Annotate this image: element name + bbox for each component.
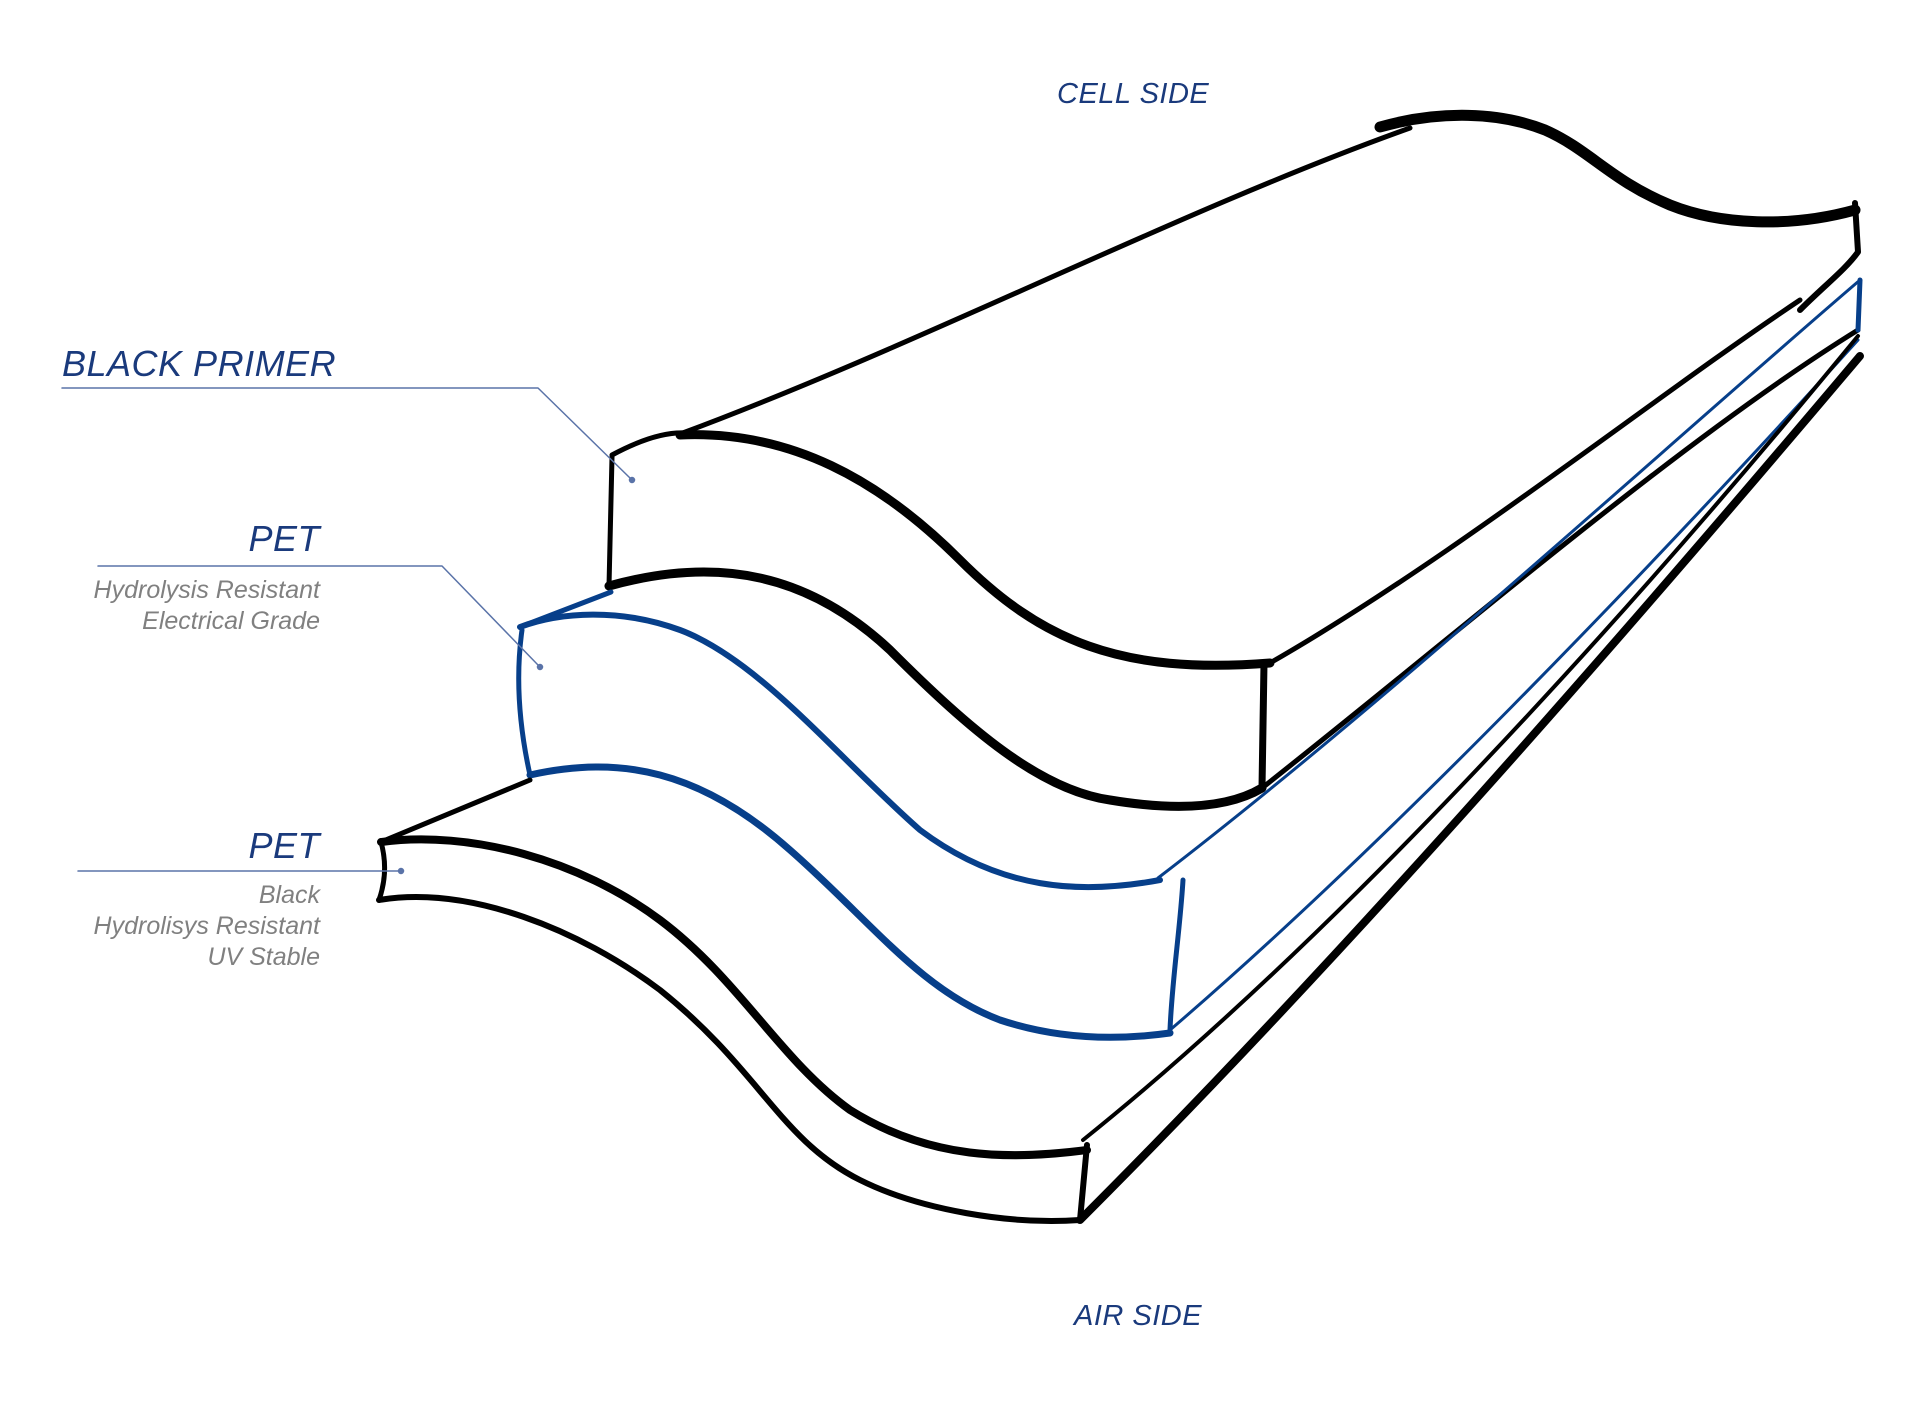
pet-black-front-vertical bbox=[1077, 1142, 1090, 1223]
black-primer-label: BLACK PRIMER bbox=[62, 343, 337, 384]
leader-pet-black-dot bbox=[397, 867, 405, 875]
pet-black-desc: Black Hydrolisys Resistant UV Stable bbox=[94, 880, 320, 973]
primer-long-edge bbox=[1267, 297, 1803, 666]
pet-electrical-long-edge bbox=[1156, 278, 1862, 880]
primer-top-curve bbox=[1374, 109, 1861, 228]
pet-electrical-desc-line: Hydrolysis Resistant bbox=[93, 576, 320, 604]
pet-electrical-bottom-curve bbox=[526, 763, 1174, 1041]
leader-pet-electrical-dot bbox=[536, 663, 544, 671]
pet-electrical-layer bbox=[516, 277, 1863, 1041]
pet-black-title: PET bbox=[248, 825, 320, 866]
pet-black-bottom-curve bbox=[376, 894, 1083, 1224]
pet-electrical-desc: Hydrolysis Resistant Electrical Grade bbox=[94, 575, 320, 637]
black-primer-layer bbox=[604, 109, 1861, 811]
cell-side-label: CELL SIDE bbox=[1057, 78, 1210, 110]
pet-black-upper-long-edge bbox=[1081, 334, 1860, 1142]
pet-black-layer bbox=[376, 334, 1864, 1224]
leader-black-primer-dot bbox=[628, 476, 636, 484]
primer-front-vertical bbox=[1258, 659, 1268, 792]
air-side-label: AIR SIDE bbox=[1074, 1300, 1203, 1332]
leader-pet-electrical bbox=[97, 565, 539, 666]
primer-left-vertical bbox=[606, 454, 615, 589]
pet-black-lower-long-edge bbox=[1076, 352, 1864, 1224]
primer-bottom-long-edge bbox=[1259, 327, 1861, 791]
pet-black-desc-line: Hydrolisys Resistant bbox=[93, 912, 320, 940]
pet-electrical-front-vertical bbox=[1167, 877, 1186, 1033]
primer-right-end bbox=[1797, 200, 1861, 313]
primer-front-top-curve bbox=[675, 430, 1275, 670]
primer-bottom-front-curve bbox=[604, 567, 1267, 811]
pet-black-top-curve bbox=[377, 835, 1091, 1160]
primer-far-edge bbox=[677, 125, 1413, 437]
pet-electrical-right-end bbox=[1855, 277, 1863, 333]
pet-electrical-desc-line: Electrical Grade bbox=[142, 607, 320, 635]
leader-lines bbox=[61, 387, 636, 875]
pet-black-top-left bbox=[378, 777, 533, 845]
leader-black-primer bbox=[61, 387, 631, 479]
primer-top-surface-edge bbox=[609, 430, 688, 458]
pet-electrical-bottom-long-edge bbox=[1168, 338, 1860, 1032]
pet-black-desc-line: UV Stable bbox=[207, 943, 320, 971]
pet-electrical-top-curve bbox=[517, 611, 1163, 891]
pet-electrical-title: PET bbox=[248, 518, 320, 559]
pet-black-desc-line: Black bbox=[258, 881, 320, 909]
